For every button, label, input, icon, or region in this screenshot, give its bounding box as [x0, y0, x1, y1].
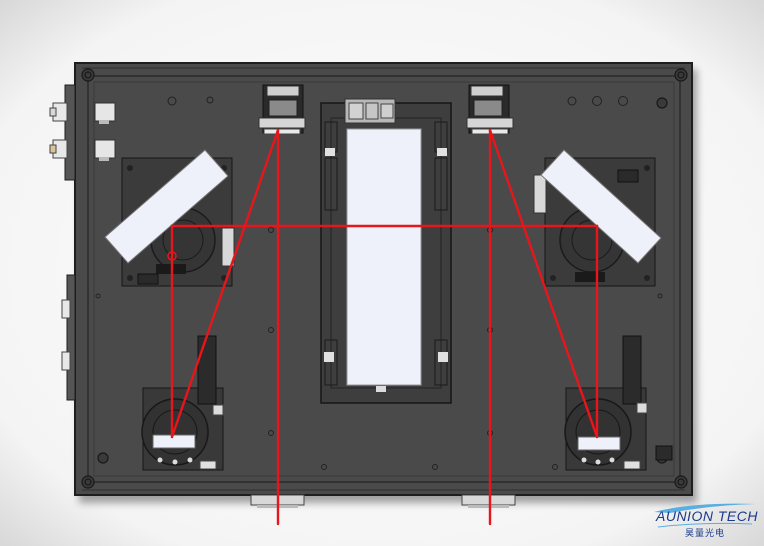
central-stage: [320, 102, 452, 404]
corner-screws: [81, 68, 688, 489]
top-right-mirror-mount: [466, 84, 514, 135]
laser-beam-paths: [170, 128, 599, 526]
beam-marker: [167, 251, 177, 261]
crossing-beam: [170, 224, 599, 439]
right-beamsplitter: [540, 149, 662, 264]
right-diagonal-beam: [488, 128, 599, 439]
left-beamsplitter: [104, 149, 229, 264]
left-connectors: [49, 84, 116, 401]
left-mirror-assembly: [104, 149, 235, 287]
left-diagonal-beam: [170, 128, 280, 439]
sample-slide: [346, 128, 422, 386]
top-left-mirror-mount: [258, 84, 306, 135]
logo-swoosh-icon: [654, 503, 756, 528]
stage-actuator: [344, 98, 396, 124]
right-mirror-assembly: [533, 149, 662, 287]
bottom-right-rotation-stage: [564, 335, 673, 471]
logo-name: AUNION TECH: [656, 508, 758, 524]
company-logo: AUNION TECH 昊量光电: [652, 500, 760, 544]
logo-subtitle: 昊量光电: [685, 529, 726, 539]
